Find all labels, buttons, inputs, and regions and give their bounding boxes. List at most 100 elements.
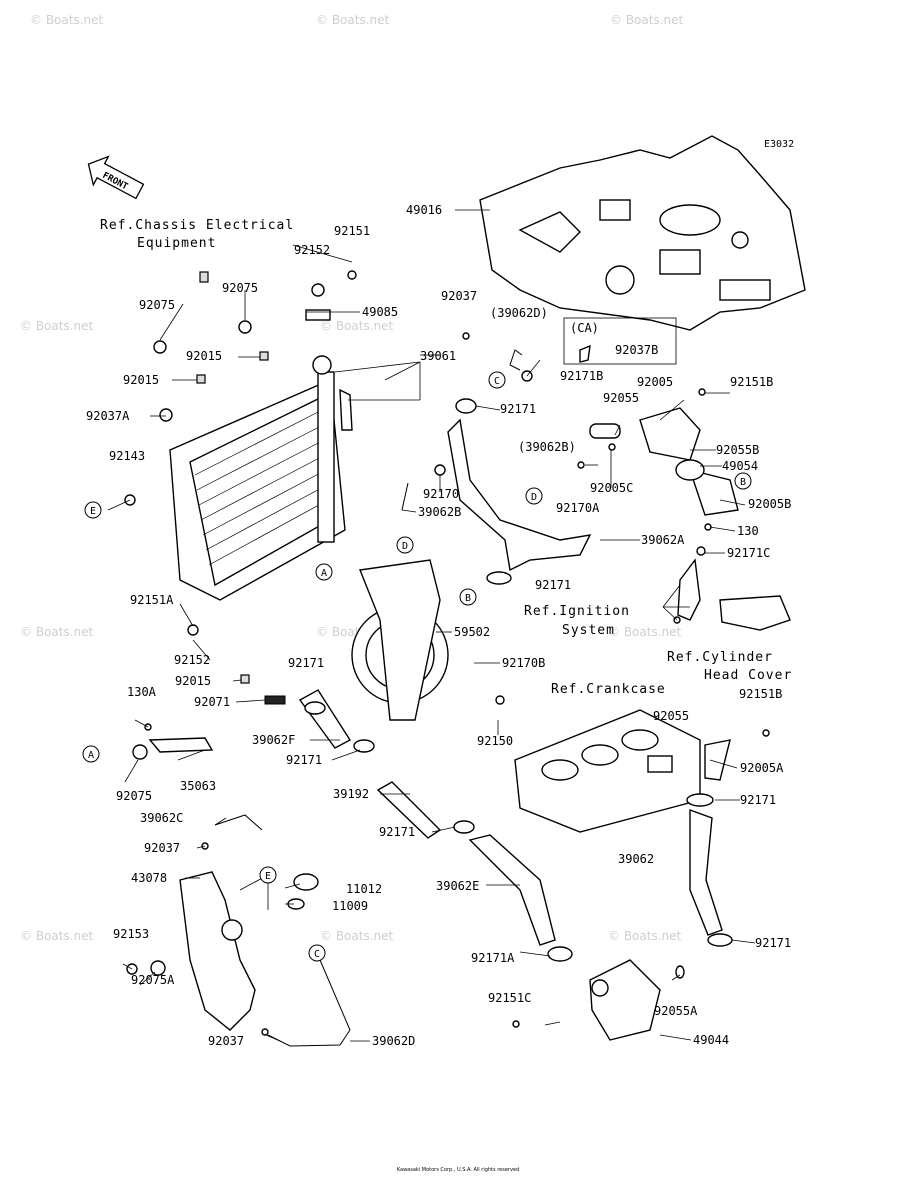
diagram-code: E3032	[764, 139, 794, 150]
watermark: © Boats.net	[608, 625, 682, 639]
water-pump	[589, 959, 661, 1041]
part-label: 39061	[420, 349, 456, 363]
part-label: 11009	[332, 899, 368, 913]
part-label: 92037	[208, 1034, 244, 1048]
ref-ignition-2: System	[562, 623, 615, 638]
ca-box: (CA) 92037B	[563, 317, 677, 365]
part-label: 35063	[180, 779, 216, 793]
ca-tag: (CA)	[570, 321, 599, 335]
watermark: © Boats.net	[608, 929, 682, 943]
callout-a: A	[321, 568, 327, 579]
part-label: 92171A	[471, 951, 515, 965]
part-label: 39062F	[252, 733, 295, 747]
ignition-bracket	[677, 558, 701, 621]
part-label: 92015	[175, 674, 211, 688]
part-label: (39062D)	[490, 306, 548, 320]
part-label: 130	[737, 524, 759, 538]
ref-crankcase: Ref.Crankcase	[551, 682, 666, 697]
part-label: 49044	[693, 1033, 729, 1047]
part-label: 43078	[131, 871, 167, 885]
callout-d: D	[531, 492, 537, 503]
part-label: 11012	[346, 882, 382, 896]
part-label: 92037	[441, 289, 477, 303]
callout-circles: A A B B C C D D E E	[82, 371, 752, 962]
callout-b: B	[740, 477, 746, 488]
ca-part: 92037B	[615, 343, 658, 357]
radiator	[169, 355, 346, 601]
part-label: 92055	[603, 391, 639, 405]
part-label: 39062C	[140, 811, 183, 825]
part-label: 39062A	[641, 533, 685, 547]
part-labels: 49016 92151 92152 92075 92075 49085 9203…	[86, 203, 791, 1048]
part-label: 92055A	[654, 1004, 698, 1018]
part-label: 49016	[406, 203, 442, 217]
watermark: © Boats.net	[610, 13, 684, 27]
crankcase	[514, 709, 701, 833]
part-label: 39062	[618, 852, 654, 866]
fan-assembly	[351, 559, 449, 721]
ref-chassis-electrical: Ref.Chassis Electrical	[100, 218, 294, 233]
part-label: 92171C	[727, 546, 770, 560]
undertray-plate	[479, 135, 806, 331]
part-label: 92171	[740, 793, 776, 807]
copyright-footer: Kawasaki Motors Corp., U.S.A. All rights…	[397, 1167, 519, 1173]
part-label: 92171	[755, 936, 791, 950]
part-label: 92170A	[556, 501, 600, 515]
part-label: 92151	[334, 224, 370, 238]
watermarks: © Boats.net © Boats.net © Boats.net © Bo…	[20, 13, 684, 943]
part-label: (39062B)	[518, 440, 576, 454]
part-label: 92143	[109, 449, 145, 463]
callout-e: E	[265, 871, 271, 882]
callout-b: B	[465, 593, 471, 604]
part-label: 92005	[637, 375, 673, 389]
part-label: 39062D	[372, 1034, 415, 1048]
part-label: 92037A	[86, 409, 130, 423]
watermark: © Boats.net	[316, 13, 390, 27]
reservoir-cap	[287, 873, 319, 910]
ref-ignition: Ref.Ignition	[524, 604, 630, 619]
watermark: © Boats.net	[320, 929, 394, 943]
part-label: 92075	[139, 298, 175, 312]
part-label: 92151A	[130, 593, 174, 607]
part-label: 92015	[186, 349, 222, 363]
ref-cylinder-head-2: Head Cover	[704, 668, 792, 683]
part-label: 92037	[144, 841, 180, 855]
part-label: 39062B	[418, 505, 461, 519]
part-label: 92170	[423, 487, 459, 501]
part-label: 92055B	[716, 443, 759, 457]
part-label: 92075	[116, 789, 152, 803]
thermostat-housing	[639, 407, 739, 516]
part-label: 92171	[500, 402, 536, 416]
part-label: 130A	[127, 685, 157, 699]
leader-lines	[107, 209, 756, 1042]
part-label: 92171B	[560, 369, 603, 383]
part-label: 92075A	[131, 973, 175, 987]
part-label: 49085	[362, 305, 398, 319]
callout-c: C	[494, 376, 500, 387]
part-label: 59502	[454, 625, 490, 639]
part-label: 92152	[294, 243, 330, 257]
watermark: © Boats.net	[30, 13, 104, 27]
cylinder-head-cover	[719, 595, 791, 631]
watermark: © Boats.net	[320, 319, 394, 333]
part-label: 92005C	[590, 481, 633, 495]
watermark: © Boats.net	[20, 319, 94, 333]
callout-d: D	[402, 541, 408, 552]
ref-chassis-electrical-2: Equipment	[137, 236, 216, 251]
part-label: 92171	[288, 656, 324, 670]
part-label: 49054	[722, 459, 758, 473]
reservoir-tank	[179, 871, 256, 1031]
part-label: 92171	[535, 578, 571, 592]
callout-e: E	[90, 506, 96, 517]
callout-a: A	[88, 750, 94, 761]
part-label: 39062E	[436, 879, 479, 893]
part-label: 92151C	[488, 991, 531, 1005]
part-label: 92005B	[748, 497, 791, 511]
part-label: 92075	[222, 281, 258, 295]
part-label: 92071	[194, 695, 230, 709]
part-label: 92170B	[502, 656, 545, 670]
part-label: 92152	[174, 653, 210, 667]
ref-cylinder-head: Ref.Cylinder	[667, 650, 773, 665]
part-label: 92153	[113, 927, 149, 941]
